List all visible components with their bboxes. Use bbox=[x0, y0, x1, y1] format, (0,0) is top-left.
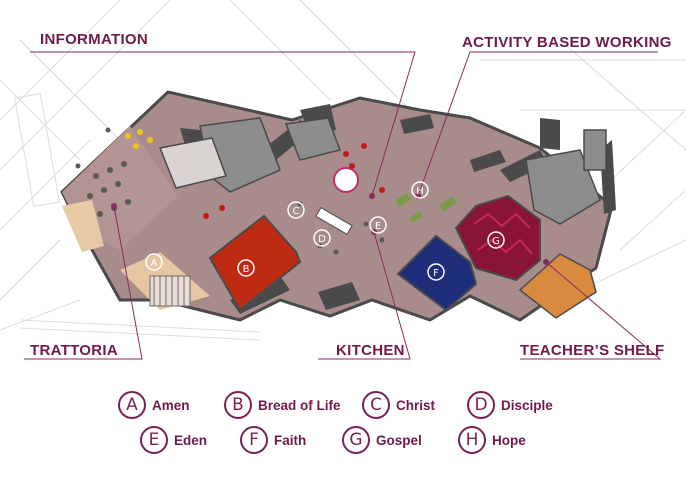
legend-label-christ: Christ bbox=[396, 397, 436, 413]
room-marker-c: C bbox=[293, 206, 300, 217]
callout-activity-based-working: ACTIVITY BASED WORKING bbox=[462, 34, 672, 51]
room-markers: A B C D E F G H bbox=[145, 181, 505, 281]
callout-information: INFORMATION bbox=[40, 31, 149, 48]
room-marker-d-ring bbox=[313, 229, 331, 247]
legend-item-eden: E Eden bbox=[140, 425, 207, 455]
legend-key-f: F bbox=[240, 426, 268, 454]
callout-trattoria: TRATTORIA bbox=[30, 342, 118, 359]
legend-item-christ: C Christ bbox=[362, 390, 435, 420]
red-chairs bbox=[203, 143, 385, 219]
reception-desk bbox=[333, 167, 359, 193]
legend-label-hope: Hope bbox=[492, 432, 526, 448]
room-marker-e-ring bbox=[369, 216, 387, 234]
site-lines bbox=[0, 0, 686, 341]
stairs bbox=[149, 275, 191, 307]
room-marker-b-ring bbox=[237, 259, 255, 277]
building bbox=[60, 90, 616, 322]
kitchen-island bbox=[315, 206, 353, 236]
room-marker-f: F bbox=[433, 268, 439, 279]
room-h-plants bbox=[394, 192, 457, 223]
room-marker-f-ring bbox=[427, 263, 445, 281]
legend-label-bread-of-life: Bread of Life bbox=[258, 397, 341, 413]
room-f-floor bbox=[396, 234, 478, 312]
legend-item-hope: H Hope bbox=[458, 425, 526, 455]
deck-left bbox=[62, 200, 104, 252]
room-marker-a-ring bbox=[145, 253, 163, 271]
legend-key-g: G bbox=[342, 426, 370, 454]
legend-item-bread-of-life: B Bread of Life bbox=[224, 390, 341, 420]
room-marker-h: H bbox=[416, 186, 424, 197]
legend-item-amen: A Amen bbox=[118, 390, 190, 420]
room-marker-e: E bbox=[375, 221, 381, 232]
kitchen-line bbox=[318, 231, 411, 360]
legend-key-e: E bbox=[140, 426, 168, 454]
activity-line bbox=[417, 51, 658, 197]
callout-teachers-shelf: TEACHER’S SHELF bbox=[520, 342, 665, 359]
room-marker-g-ring bbox=[487, 231, 505, 249]
legend-label-disciple: Disciple bbox=[501, 397, 553, 413]
legend-key-b: B bbox=[224, 391, 252, 419]
legend-key-h: H bbox=[458, 426, 486, 454]
room-marker-b: B bbox=[243, 264, 250, 275]
room-marker-g: G bbox=[492, 236, 500, 247]
information-line bbox=[30, 51, 416, 197]
legend-item-disciple: D Disciple bbox=[467, 390, 553, 420]
room-marker-d: D bbox=[318, 234, 326, 245]
teachers-line bbox=[520, 261, 662, 360]
room-marker-a: A bbox=[151, 258, 158, 269]
tables bbox=[75, 127, 385, 255]
legend-item-gospel: G Gospel bbox=[342, 425, 422, 455]
legend-key-a: A bbox=[118, 391, 146, 419]
legend-key-d: D bbox=[467, 391, 495, 419]
legend-label-faith: Faith bbox=[274, 432, 307, 448]
legend-item-faith: F Faith bbox=[240, 425, 306, 455]
kitchen-block bbox=[158, 137, 227, 189]
room-marker-c-ring bbox=[287, 201, 305, 219]
legend-label-amen: Amen bbox=[152, 397, 190, 413]
teachers-shelf-floor bbox=[518, 253, 597, 319]
legend-label-gospel: Gospel bbox=[376, 432, 422, 448]
trattoria-line bbox=[24, 205, 143, 360]
legend-label-eden: Eden bbox=[174, 432, 208, 448]
room-marker-h-ring bbox=[411, 181, 429, 199]
legend-key-c: C bbox=[362, 391, 390, 419]
room-b-floor bbox=[208, 214, 302, 312]
callout-lines bbox=[24, 51, 662, 360]
callout-kitchen: KITCHEN bbox=[336, 342, 405, 359]
yellow-chairs bbox=[125, 129, 153, 149]
room-g-seating bbox=[473, 212, 533, 255]
service-cores bbox=[199, 117, 607, 225]
